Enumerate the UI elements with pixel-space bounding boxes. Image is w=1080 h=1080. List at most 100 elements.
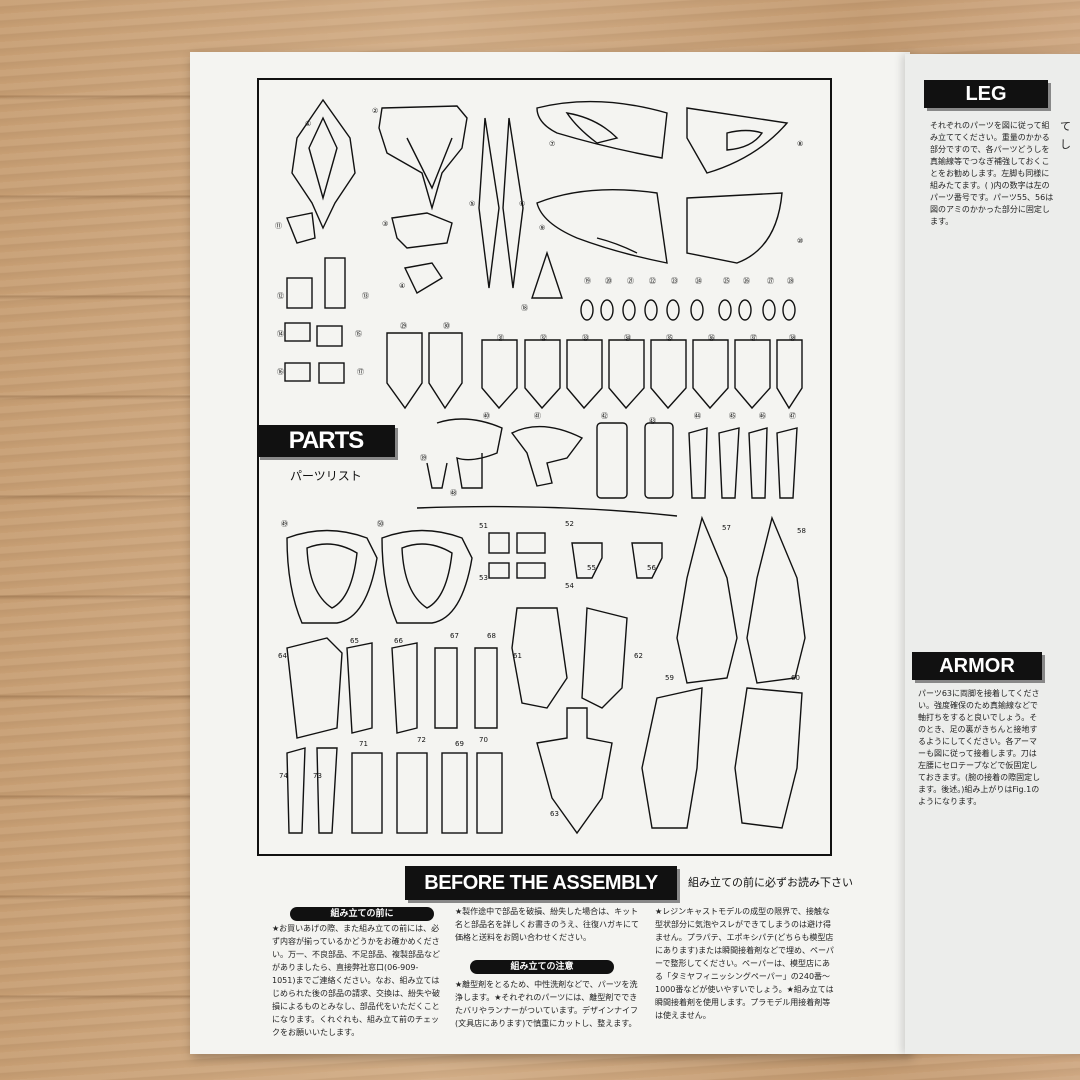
part-number-label: 68 xyxy=(487,632,496,640)
part-number-label: 67 xyxy=(450,632,459,640)
part-40-outline xyxy=(436,418,503,489)
part-number-label: 66 xyxy=(394,637,403,645)
part-number-label: 71 xyxy=(359,740,368,748)
part-number-label: ㉜ xyxy=(540,334,547,342)
part-60-outline xyxy=(734,687,803,829)
armor-text: パーツ63に両脚を接着してください。強度確保のため真鍮線などで軸打ちをすると良い… xyxy=(918,689,1041,806)
part-69-outline xyxy=(441,752,468,834)
col2-heading: 組み立ての注意 xyxy=(470,960,614,974)
part-number-label: ⑮ xyxy=(355,330,362,338)
part-number-label: ① xyxy=(305,120,311,128)
part-18-outline xyxy=(531,250,563,299)
parts-list-frame xyxy=(257,78,832,856)
part-11-outline xyxy=(286,212,316,244)
part-number-label: ㉖ xyxy=(743,277,750,285)
part-number-label: ㉘ xyxy=(787,277,794,285)
part-42-outline xyxy=(596,422,628,499)
part-66-outline xyxy=(391,642,418,734)
parts-51-56-group xyxy=(488,532,663,579)
parts-29-38-row xyxy=(386,332,803,410)
part-57-outline xyxy=(676,515,738,684)
part-number-label: ⑱ xyxy=(521,304,528,312)
leg-heading: LEG xyxy=(924,80,1048,108)
part-45-outline xyxy=(718,427,740,499)
part-72-outline xyxy=(396,752,428,834)
part-71-outline xyxy=(351,752,383,834)
part-number-label: 56 xyxy=(647,564,656,572)
part-62-outline xyxy=(581,607,628,709)
part-number-label: ㊳ xyxy=(789,334,796,342)
part-7-outline xyxy=(536,100,668,159)
part-number-label: ㊶ xyxy=(534,412,541,420)
part-2-outline xyxy=(378,105,468,211)
part-number-label: ⑥ xyxy=(519,200,525,208)
part-number-label: 59 xyxy=(665,674,674,682)
part-number-label: ㊷ xyxy=(601,412,608,420)
part-44-outline xyxy=(688,427,708,499)
part-48-outline xyxy=(416,505,678,517)
part-number-label: ⑤ xyxy=(469,200,475,208)
leg-text: それぞれのパーツを図に従って組み立ててください。重量のかかる部分ですので、各パー… xyxy=(930,121,1054,226)
part-number-label: 60 xyxy=(791,674,800,682)
part-number-label: ⑦ xyxy=(549,140,555,148)
part-47-outline xyxy=(776,427,798,499)
part-number-label: ㉛ xyxy=(497,334,504,342)
part-number-label: ㊸ xyxy=(649,417,656,425)
part-number-label: ㉞ xyxy=(624,334,631,342)
part-number-label: ⑨ xyxy=(539,224,545,232)
part-number-label: ⑪ xyxy=(275,222,282,230)
col1-heading: 組み立ての前に xyxy=(290,907,434,921)
col1-text: ★お買いあげの際、また組み立ての前には、必ず内容が揃っているかどうかをお確かめく… xyxy=(272,924,440,1037)
part-number-label: 72 xyxy=(417,736,426,744)
part-number-label: 54 xyxy=(565,582,574,590)
part-1-outline xyxy=(291,98,356,230)
col2-text: ★離型剤をとるため、中性洗剤などで、パーツを洗浄します。★それぞれのパーツには、… xyxy=(455,980,638,1028)
part-73-outline xyxy=(316,747,338,834)
part-number-label: ⑳ xyxy=(605,277,612,285)
part-58-outline xyxy=(746,515,806,684)
part-5-outline xyxy=(478,117,500,289)
part-65-outline xyxy=(346,642,373,734)
part-63-outline xyxy=(536,707,613,835)
part-number-label: 73 xyxy=(313,772,322,780)
parts-subtitle: パーツリスト xyxy=(290,469,362,483)
part-number-label: 61 xyxy=(513,652,522,660)
before-assembly-heading: BEFORE THE ASSEMBLY xyxy=(405,866,677,900)
part-70-outline xyxy=(476,752,503,834)
leg-edge-text: て し xyxy=(1060,120,1071,151)
part-number-label: ㉗ xyxy=(767,277,774,285)
part-number-label: 65 xyxy=(350,637,359,645)
part-46-outline xyxy=(748,427,768,499)
part-16-outline xyxy=(284,362,311,382)
part-10-outline xyxy=(686,192,783,264)
armor-heading: ARMOR xyxy=(912,652,1042,680)
part-number-label: ㉑ xyxy=(627,277,634,285)
part-number-label: ㉟ xyxy=(666,334,673,342)
part-number-label: 53 xyxy=(479,574,488,582)
part-67-outline xyxy=(434,647,458,729)
part-43-outline xyxy=(644,422,674,499)
part-number-label: 55 xyxy=(587,564,596,572)
part-number-label: ② xyxy=(372,107,378,115)
part-49-outline xyxy=(286,529,378,624)
col2-block: ★製作途中で部品を破損、紛失した場合は、キット名と部品名を詳しくお書きのうえ、往… xyxy=(455,905,645,944)
part-number-label: ⑫ xyxy=(277,292,284,300)
part-number-label: ⑲ xyxy=(584,277,591,285)
part-number-label: ㉙ xyxy=(400,322,407,330)
part-number-label: ㊼ xyxy=(789,412,796,420)
part-number-label: ㊿ xyxy=(377,520,384,528)
part-14-outline xyxy=(284,322,311,342)
part-number-label: 62 xyxy=(634,652,643,660)
part-number-label: ㉔ xyxy=(695,277,702,285)
parts-19-28-row xyxy=(580,299,796,321)
part-41-outline xyxy=(510,425,584,487)
part-68-outline xyxy=(474,647,498,729)
part-number-label: ㊵ xyxy=(483,412,490,420)
part-number-label: ㊾ xyxy=(281,520,288,528)
part-59-outline xyxy=(641,687,703,829)
part-4-outline xyxy=(403,262,443,294)
part-number-label: 52 xyxy=(565,520,574,528)
part-number-label: ⑯ xyxy=(277,368,284,376)
part-12-outline xyxy=(286,277,313,309)
part-15-outline xyxy=(316,325,343,347)
